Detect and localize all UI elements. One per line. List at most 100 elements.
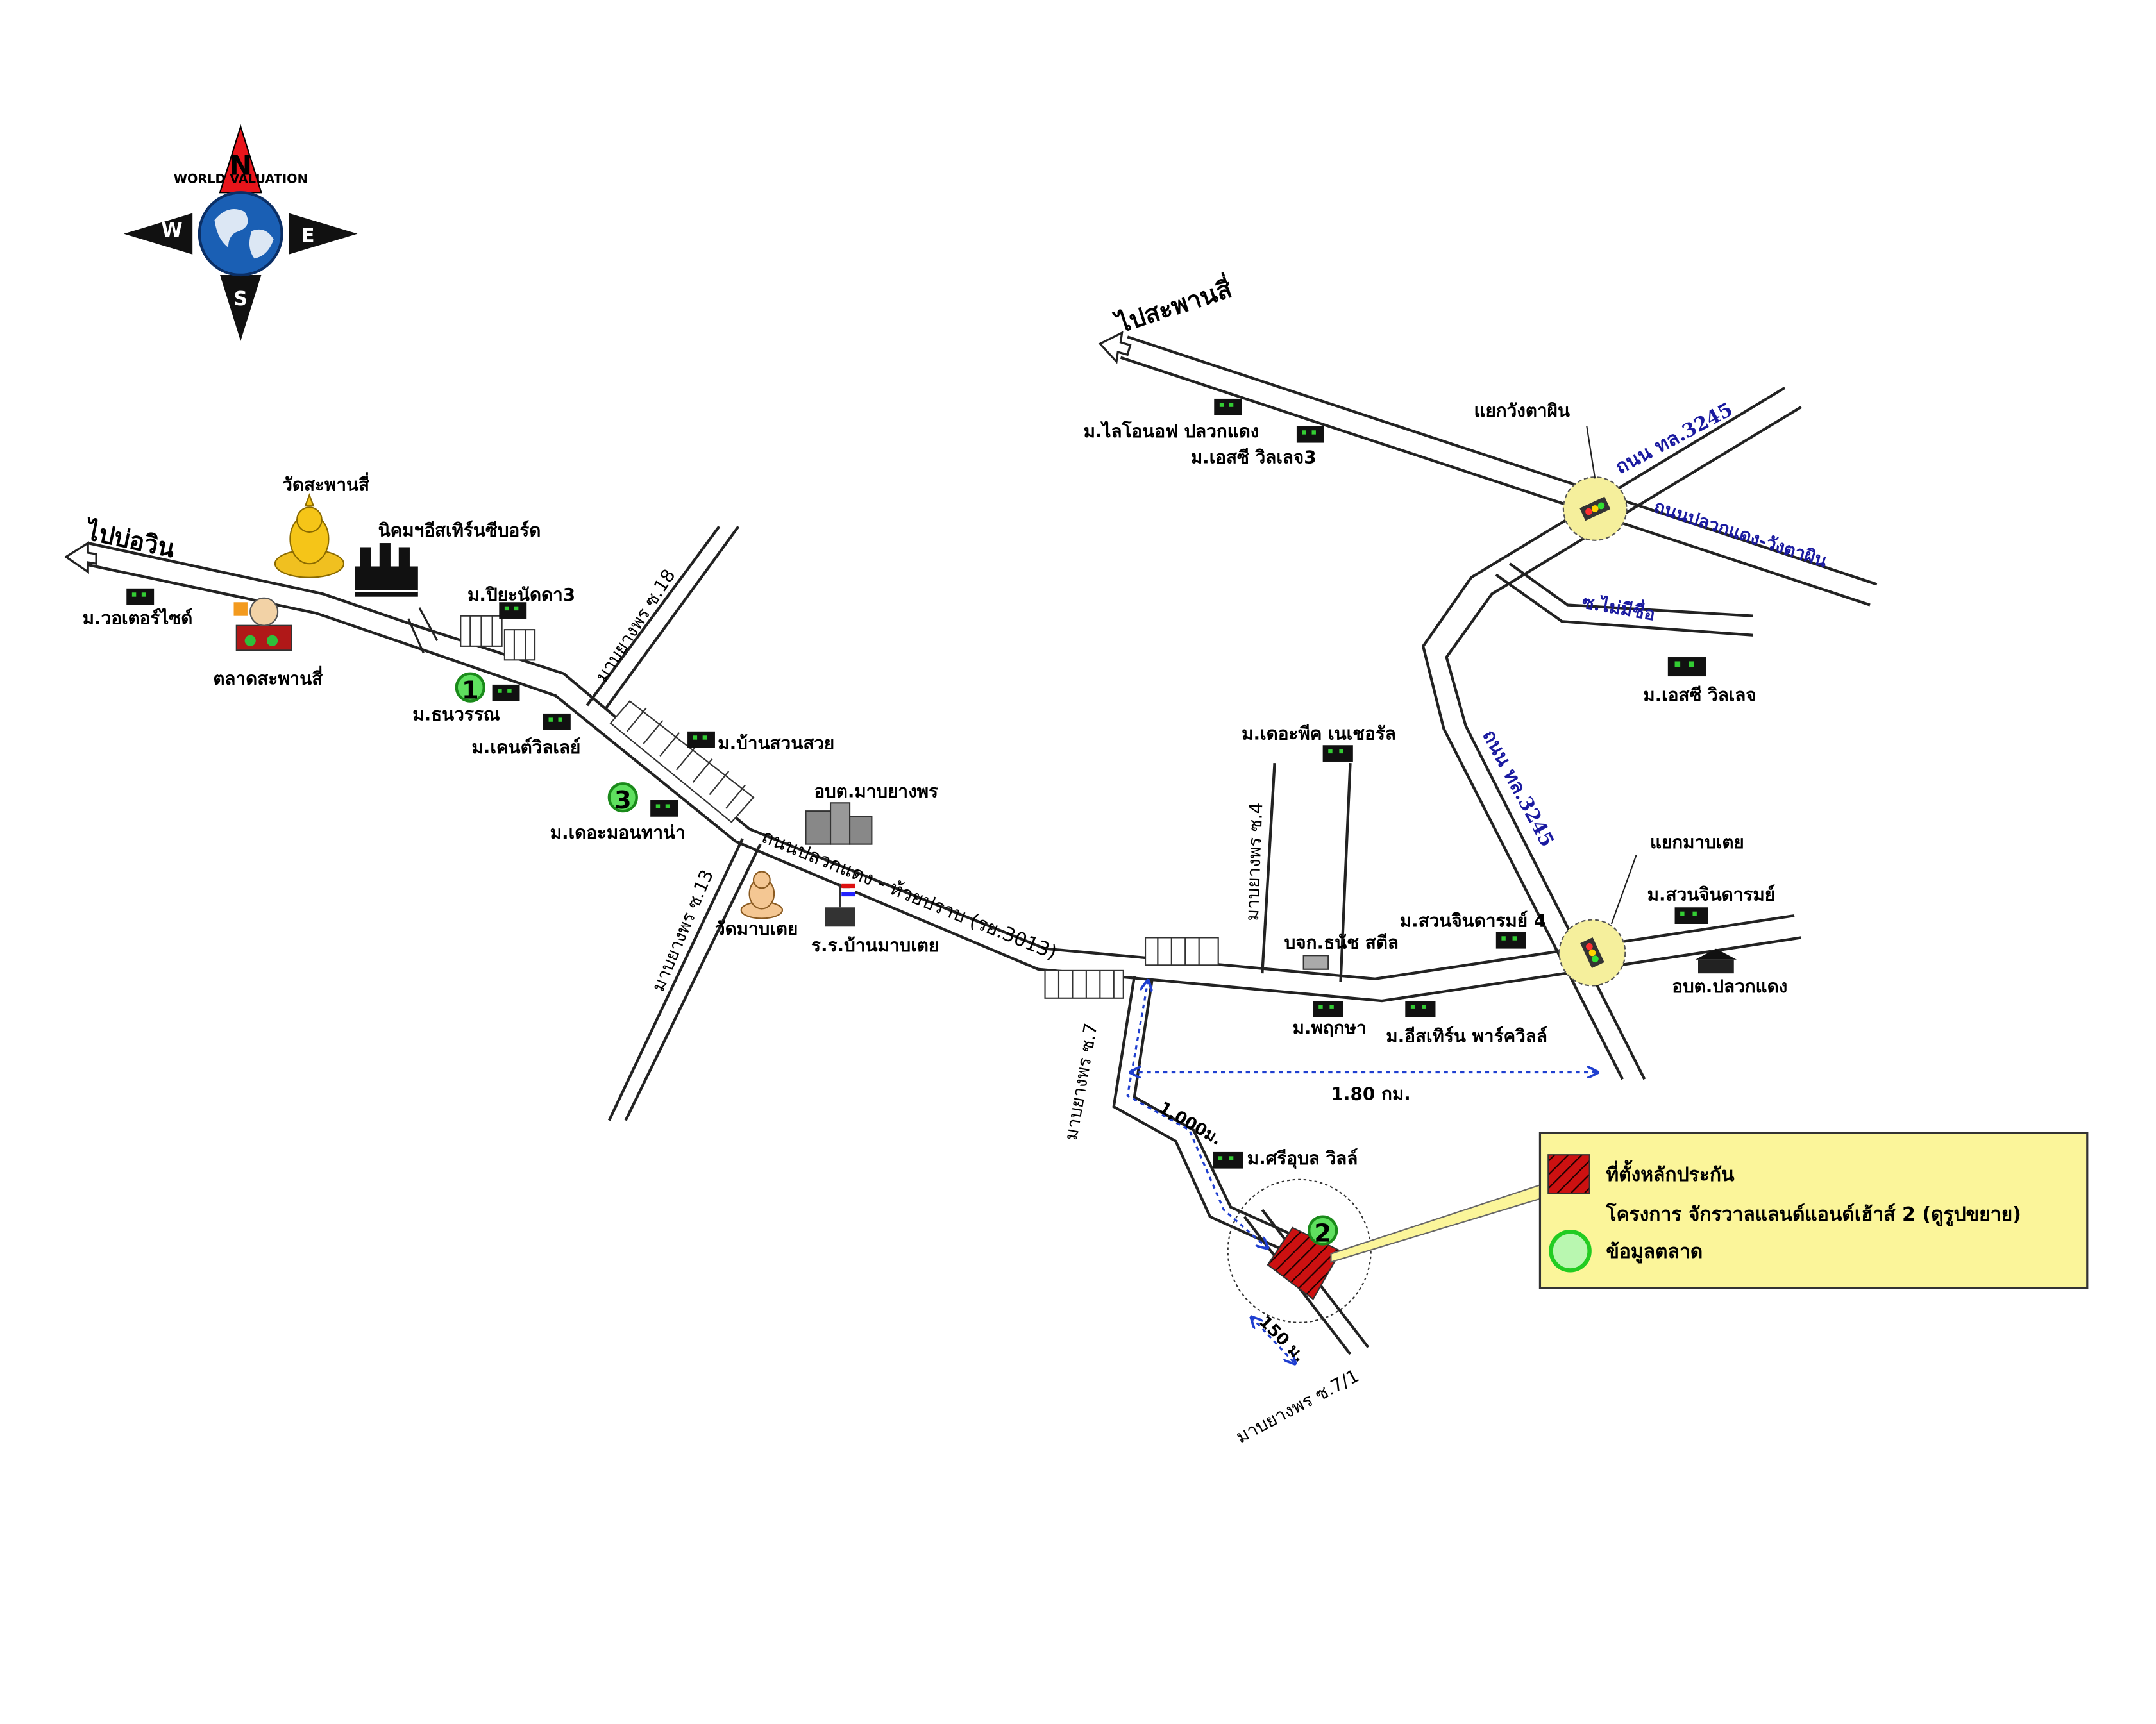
house-icon xyxy=(1495,932,1526,949)
label-distance-150: 150 ม. xyxy=(1255,1312,1309,1366)
traffic-light-icon xyxy=(1580,937,1604,968)
traffic-light-icon xyxy=(1579,496,1611,521)
distance-line-1000 xyxy=(1126,980,1268,1248)
label-piya: ม.ปิยะนัดดา3 xyxy=(467,584,575,605)
road-label-east: ถนนปลวกแดง-วังตาผิน xyxy=(1651,496,1830,571)
buddha-statue-icon xyxy=(740,871,784,919)
destination-arrows xyxy=(63,331,1132,574)
compass-e: E xyxy=(301,224,315,247)
label-pruksa: ม.พฤกษา xyxy=(1292,1017,1366,1039)
bridge-block xyxy=(609,700,755,823)
subject-site xyxy=(1227,1178,1541,1323)
legend-box xyxy=(1538,1132,2089,1289)
house-icon xyxy=(1405,1001,1436,1017)
market-marker-2[interactable] xyxy=(1308,1215,1338,1246)
house-icon xyxy=(1213,1151,1243,1169)
house-icon xyxy=(499,602,527,619)
house-icon xyxy=(543,713,571,730)
bridge-block xyxy=(1044,969,1124,999)
north-road-upper xyxy=(1127,335,1878,586)
market-marker-1[interactable] xyxy=(455,672,485,703)
unnamed-soi-upper xyxy=(1495,573,1753,637)
legend-pointer xyxy=(1330,1184,1541,1263)
distance-lines xyxy=(1126,980,1597,1364)
label-kent: ม.เคนต์วิลเลย์ xyxy=(471,737,580,758)
market-vendor-icon xyxy=(233,597,292,651)
label-obt-mabyangporn: อบต.มาบยางพร xyxy=(814,781,938,802)
house-icon xyxy=(1674,907,1708,924)
arrow-left-icon xyxy=(63,541,97,574)
label-temple-mabtoei: วัดมาบเตย xyxy=(715,918,798,939)
label-lion: ม.ไลโอนอฟ ปลวกแดง xyxy=(1084,420,1259,442)
market-marker-3[interactable] xyxy=(607,782,638,813)
compass-n: N xyxy=(229,149,252,181)
road-label-hwy-upper: ถนน ทล.3245 xyxy=(1612,398,1737,479)
legend: ที่ตั้งหลักประกัน โครงการ จักรวาลแลนด์แอ… xyxy=(1538,1132,2089,1289)
north-road-lower xyxy=(1120,356,1871,607)
house-icon xyxy=(1313,1001,1343,1017)
destination-north: ไปสะพานสี่ xyxy=(1110,271,1236,340)
house-icon xyxy=(492,684,520,701)
label-suanjin: ม.สวนจินดารมย์ xyxy=(1647,884,1775,905)
label-distance-180: 1.80 กม. xyxy=(1331,1083,1411,1104)
soi13-b xyxy=(624,843,762,1121)
label-school: ร.ร.บ้านมาบเตย xyxy=(811,935,939,956)
arrow-north-icon xyxy=(1098,331,1132,364)
legend-subject-swatch xyxy=(1547,1154,1590,1194)
legend-market-swatch xyxy=(1549,1230,1592,1273)
globe-icon xyxy=(198,191,283,277)
government-building-icon xyxy=(1695,948,1737,974)
label-suanjin4: ม.สวนจินดารมย์ 4 xyxy=(1400,910,1546,931)
label-steel: บจก.ธนัช สตีล xyxy=(1284,932,1399,953)
bridge-hatching xyxy=(469,615,1200,998)
intersections xyxy=(1558,426,1637,987)
label-waterside: ม.วอเตอร์ไซด์ xyxy=(83,608,193,629)
unnamed-soi-lower xyxy=(1509,562,1753,617)
road-label-soi4: มาบยางพร ซ.4 xyxy=(1242,802,1267,921)
compass-rose: WORLD VALUATION N S E W xyxy=(123,124,358,341)
label-eastern: ม.อีสเทิร์น พาร์ควิลล์ xyxy=(1386,1025,1547,1046)
compass-brand: WORLD VALUATION xyxy=(174,171,308,186)
school-icon xyxy=(825,883,855,927)
main-road-lower xyxy=(82,562,1039,971)
house-icon xyxy=(650,800,678,817)
main-road-upper xyxy=(87,541,1046,950)
market-markers: 1 2 3 xyxy=(455,672,1338,1248)
label-market: ตลาดสะพานสี่ xyxy=(213,665,323,689)
house-icon xyxy=(1322,745,1353,762)
road-label-soi7: มาบยางพร ซ.7 xyxy=(1060,1021,1102,1142)
subject-site-radius xyxy=(1227,1178,1372,1323)
soi4-a xyxy=(1261,762,1276,974)
soi4-b xyxy=(1339,763,1352,982)
soi13-a xyxy=(607,838,744,1121)
label-peak: ม.เดอะพีค เนเชอรัล xyxy=(1242,723,1396,744)
house-icon xyxy=(1296,426,1324,443)
label-distance-1000: 1,000ม. xyxy=(1156,1098,1225,1150)
label-industrial: นิคมฯอีสเทิร์นซีบอร์ด xyxy=(378,519,541,540)
label-thanawan: ม.ธนวรรณ xyxy=(412,704,500,725)
label-sc: ม.เอสซี วิลเลจ xyxy=(1643,685,1756,706)
warehouse-icon xyxy=(1302,955,1329,970)
soi18-b xyxy=(603,526,740,710)
road-label-soi13: มาบยางพร ซ.13 xyxy=(648,866,718,994)
compass-w: W xyxy=(161,219,182,242)
label-intersection-south: แยกมาบเตย xyxy=(1650,832,1744,853)
label-temple-sapansi: วัดสะพานสี่ xyxy=(282,472,370,496)
label-montana: ม.เดอะมอนทาน่า xyxy=(550,822,686,843)
compass-s: S xyxy=(233,288,248,310)
soi18-a xyxy=(585,526,721,707)
market-marker-1-label: 1 xyxy=(462,676,479,705)
label-obt-pluakdaeng: อบต.ปลวกแดง xyxy=(1672,976,1787,997)
label-sc3: ม.เอสซี วิลเลจ3 xyxy=(1191,447,1317,468)
house-icon xyxy=(1214,398,1242,415)
road-label-unnamed: ซ.ไม่มีชื่อ xyxy=(1581,589,1658,624)
road-label-soi71: มาบยางพร ซ.7/1 xyxy=(1233,1365,1363,1448)
bridge-block xyxy=(1144,937,1219,966)
house-icon xyxy=(1667,657,1706,677)
label-sriubon: ม.ศรีอุบล วิลล์ xyxy=(1247,1148,1358,1169)
distance-line-150 xyxy=(1251,1317,1295,1364)
house-icon xyxy=(126,588,155,605)
housing-icons xyxy=(126,398,1708,1169)
government-building-icon xyxy=(805,802,873,845)
